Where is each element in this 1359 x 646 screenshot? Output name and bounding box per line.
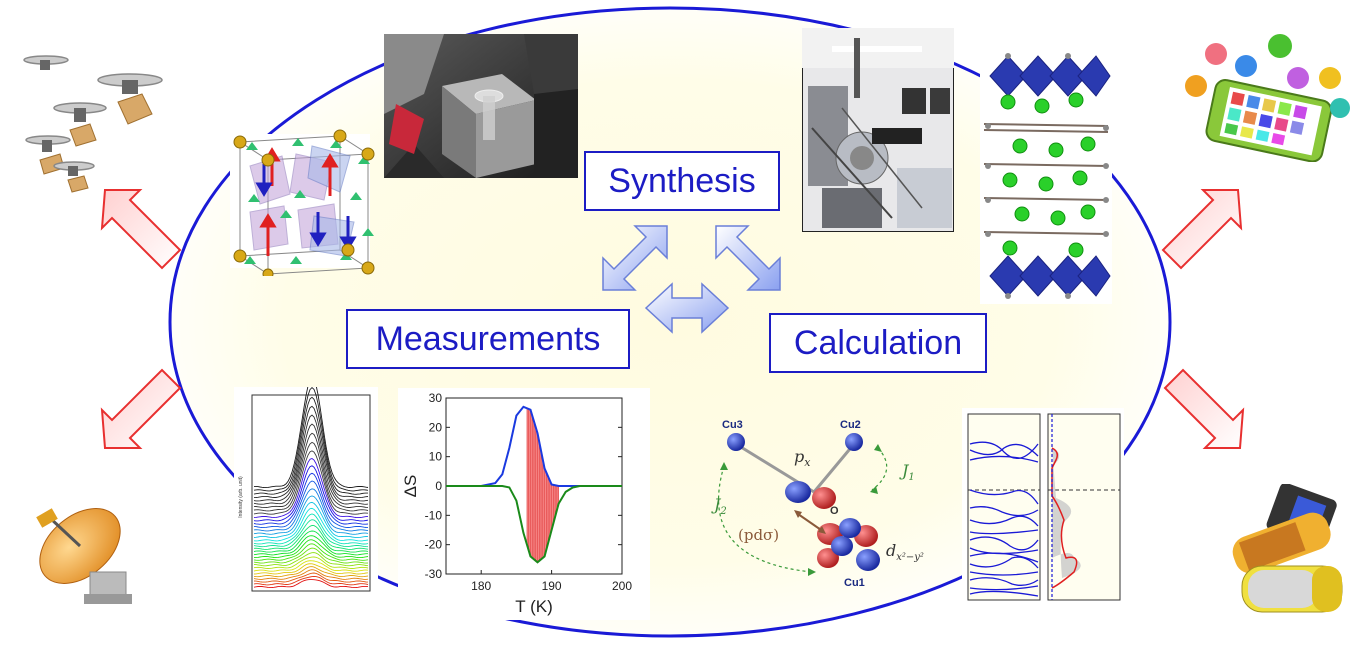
spectrum-line [253,495,369,535]
spectrum-line [253,405,369,499]
atom-o-label: O [830,505,839,517]
batteries-icon [1232,484,1343,613]
spectrum-line [254,539,369,559]
spectrum-line [253,387,369,492]
intensity-spectra-chart: Intensity (arb. unit) [234,387,378,605]
spectrum-line [254,387,369,489]
drone-delivery-icon [23,55,163,193]
spectrum-line [253,396,368,495]
d-orbital-label: dx²−y² [886,541,924,563]
orbital-diagram: Cu3 Cu2 O Cu1 (pdσ) px dx²−y² J1 J2 [711,419,924,589]
entropy-xtick-label: 190 [542,579,562,593]
entropy-xlabel: T (K) [515,597,552,616]
spectrum-line [253,525,369,550]
j2-label: J2 [711,495,727,517]
spectrum-line [253,465,369,522]
double-arrow-right [715,225,781,291]
smartphone-apps-icon [1185,34,1350,162]
pd-sigma-label: (pdσ) [738,526,779,544]
spectrum-line [254,552,369,567]
spectrum-line [253,556,369,569]
spectrum-line [253,423,369,505]
satellite-dish-icon [36,508,132,604]
atom-cu2-label: Cu2 [840,419,861,431]
spectrum-line [253,519,369,548]
red-arrow-bottom-right [1163,368,1245,449]
spectrum-line [253,441,369,512]
spectrum-line [253,569,369,580]
spectrum-line [253,566,369,578]
entropy-ytick-label: 20 [429,420,443,434]
entropy-series-1 [446,485,622,564]
entropy-xtick-label: 200 [612,579,632,593]
entropy-series-0 [446,405,622,487]
double-arrow-left [602,225,668,291]
spectrum-line [253,432,369,509]
atom-cu3 [727,433,745,451]
spectrum-line [253,530,369,553]
entropy-xtick-label: 180 [471,579,491,593]
anvil-cell-photo [384,34,578,178]
spectrum-line [253,576,369,586]
spectrum-line [253,450,369,515]
spectrum-line [253,572,369,583]
spectrum-line [253,414,369,502]
lab-equipment-photo [802,28,954,232]
atom-cu2 [845,433,863,451]
calculation-label: Calculation [769,313,987,373]
atom-cu3-label: Cu3 [722,419,743,431]
spectrum-line [253,547,369,564]
band-structure-chart [962,408,1124,604]
spectrum-line [253,513,369,545]
entropy-ytick-label: 10 [429,450,443,464]
spectrum-line [253,501,369,539]
spectrum-line [253,480,369,529]
entropy-ytick-label: -30 [425,567,443,581]
entropy-ytick-label: -10 [425,508,443,522]
spectrum-line [253,472,369,525]
spectrum-line [253,563,369,575]
entropy-ytick-label: 30 [429,391,443,405]
spectrum-line [253,535,368,556]
double-arrow-bottom [644,282,730,334]
spectrum-line [253,560,369,572]
measurements-label: Measurements [346,309,630,369]
crystal-structure-icon [230,129,375,276]
red-arrow-bottom-left [100,368,182,449]
spectrum-line [253,507,369,542]
red-arrow-top-left [100,189,182,270]
entropy-ylabel: ΔS [401,475,420,498]
entropy-ytick-label: -20 [425,538,443,552]
spectra-lines [253,387,369,589]
entropy-chart: -30 -20 -10 0 10 20 30 180 190 200 T (K) ΔS [398,388,650,620]
j1-label: J1 [899,461,915,483]
spectrum-line [253,543,369,561]
red-arrow-top-right [1161,189,1243,270]
layered-structure-icon [980,52,1112,304]
entropy-ytick-label: 0 [435,479,442,493]
spectrum-line [253,457,369,519]
px-label: px [794,447,811,469]
spectrum-line [253,579,369,589]
atom-cu1-label: Cu1 [844,577,865,589]
intensity-axis-label: Intensity (arb. unit) [238,476,244,518]
spectrum-line [253,488,369,532]
synthesis-label: Synthesis [584,151,780,211]
